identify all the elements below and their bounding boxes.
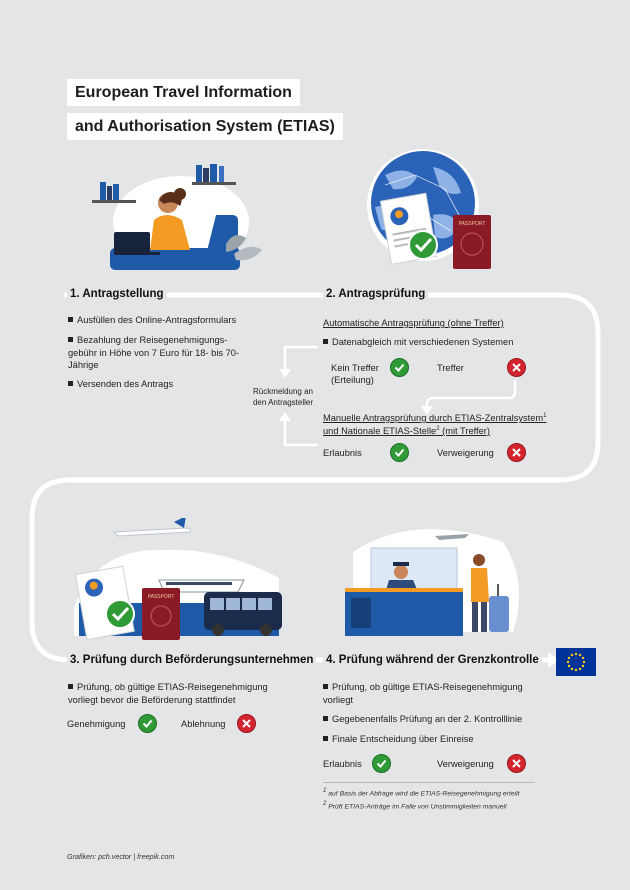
step4-bullet-2: Gegebenenfalls Prüfung an der 2. Kontrol…	[323, 713, 563, 726]
footnote-divider	[323, 782, 535, 783]
border-control-illustration	[345, 529, 520, 636]
step1-heading: 1. Antragstellung	[67, 287, 167, 301]
eu-flag-icon	[556, 648, 596, 676]
footnote-1: 1 auf Basis der Abfrage wird die ETIAS-R…	[323, 788, 520, 798]
transport-illustration: PASSPORT	[74, 518, 282, 640]
check-icon	[390, 443, 409, 462]
step4-bullet-3: Finale Entscheidung über Einreise	[323, 733, 563, 746]
manual-check-title-1: Manuelle Antragsprüfung durch ETIAS-Zent…	[323, 413, 547, 424]
page-title-line1: European Travel Information	[67, 79, 300, 106]
rejection-label: Ablehnung	[181, 719, 226, 729]
step4-heading: 4. Prüfung während der Grenzkontrolle	[323, 653, 542, 667]
image-credit: Grafiken: pch.vector | freepik.com	[67, 852, 175, 861]
check-icon	[138, 714, 157, 733]
auto-check-bullet: Datenabgleich mit verschiedenen Systemen	[323, 336, 563, 349]
footnote-2: 2 Prüft ETIAS-Anträge im Falle von Unsti…	[323, 801, 507, 811]
cross-icon	[237, 714, 256, 733]
refusal-label: Verweigerung	[437, 448, 494, 458]
permit-label: Erlaubnis	[323, 448, 362, 458]
step1-bullet-2: Bezahlung der Reisegenehmigungs-gebühr i…	[68, 335, 240, 370]
refusal-label: Verweigerung	[437, 759, 494, 769]
permit-label: Erlaubnis	[323, 759, 362, 769]
page-title-line2: and Authorisation System (ETIAS)	[67, 113, 343, 140]
cross-icon	[507, 443, 526, 462]
step2-heading: 2. Antragsprüfung	[323, 287, 429, 301]
hit-label: Treffer	[437, 363, 464, 373]
cross-icon	[507, 358, 526, 377]
feedback-label: Rückmeldung an den Antragsteller	[252, 387, 314, 407]
check-icon	[372, 754, 391, 773]
step4-bullet-1: Prüfung, ob gültige ETIAS-Reisegenehmigu…	[323, 682, 523, 705]
manual-check-title-2: und Nationale ETIAS-Stelle2 (mit Treffer…	[323, 426, 490, 437]
cross-icon	[507, 754, 526, 773]
svg-text:PASSPORT: PASSPORT	[148, 594, 175, 600]
step1-bullet-1: Ausfüllen des Online-Antragsformulars	[68, 314, 268, 327]
person-laptop-illustration	[92, 164, 262, 270]
auto-check-title: Automatische Antragsprüfung (ohne Treffe…	[323, 318, 504, 328]
step3-bullet: Prüfung, ob gültige ETIAS-Reisegenehmigu…	[68, 682, 268, 705]
no-hit-label: Kein Treffer (Erteilung)	[331, 363, 379, 385]
globe-passport-illustration: PASSPORT	[367, 149, 491, 269]
check-icon	[390, 358, 409, 377]
svg-text:PASSPORT: PASSPORT	[459, 221, 486, 227]
step1-bullet-3: Versenden des Antrags	[68, 378, 268, 391]
step3-heading: 3. Prüfung durch Beförderungsunternehmen	[67, 653, 317, 667]
approval-label: Genehmigung	[67, 719, 126, 729]
